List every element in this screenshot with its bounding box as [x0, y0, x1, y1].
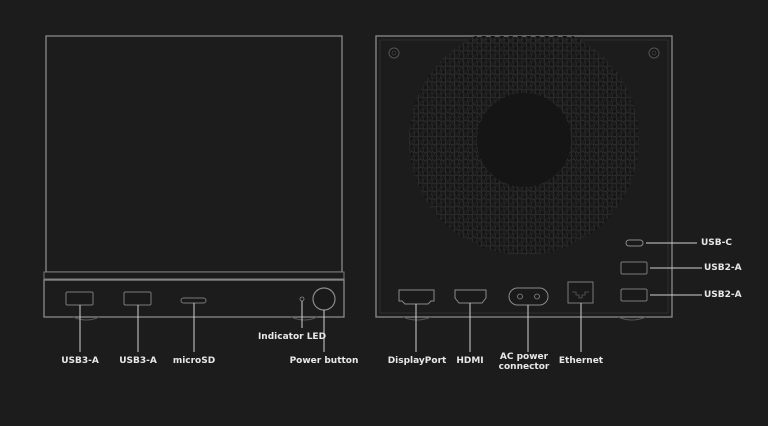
label-displayport: DisplayPort — [387, 356, 447, 366]
label-indicator-led: Indicator LED — [257, 332, 327, 342]
usb2a-port-2-icon — [620, 288, 648, 302]
fan-hub — [477, 93, 571, 187]
usb2a-port-1-icon — [620, 261, 648, 275]
displayport-icon — [398, 289, 435, 305]
label-ac-power-line2: connector — [498, 362, 550, 372]
front-foot-left — [72, 316, 100, 321]
label-usb-c: USB-C — [701, 238, 732, 248]
usb-c-port-icon — [625, 239, 644, 247]
screw-icon — [648, 47, 660, 59]
usb3a-port-1-icon — [65, 291, 94, 306]
label-microsd: microSD — [172, 356, 216, 366]
back-view — [375, 35, 702, 352]
label-usb2a-2: USB2-A — [704, 290, 742, 300]
screw-icon — [388, 47, 400, 59]
front-band — [43, 271, 345, 280]
back-leader-lines — [415, 242, 702, 352]
label-ethernet: Ethernet — [558, 356, 604, 366]
label-usb2a-1: USB2-A — [704, 263, 742, 273]
power-button-icon — [312, 287, 336, 311]
usb3a-port-2-icon — [123, 291, 152, 306]
label-hdmi: HDMI — [456, 356, 484, 366]
ac-power-connector-icon — [508, 287, 549, 306]
label-usb3a-2: USB3-A — [119, 356, 157, 366]
microsd-slot-icon — [180, 297, 207, 304]
front-top-body — [45, 35, 343, 273]
front-view — [43, 35, 345, 352]
front-foot-right — [290, 316, 318, 321]
label-power-button: Power button — [289, 356, 359, 366]
label-ac-power-connector: AC power connector — [499, 352, 550, 372]
front-leader-lines — [79, 301, 325, 352]
ethernet-port-icon — [567, 281, 594, 304]
label-ac-power-line1: AC power — [499, 352, 549, 362]
label-usb3a-1: USB3-A — [61, 356, 99, 366]
hdmi-port-icon — [454, 289, 487, 304]
